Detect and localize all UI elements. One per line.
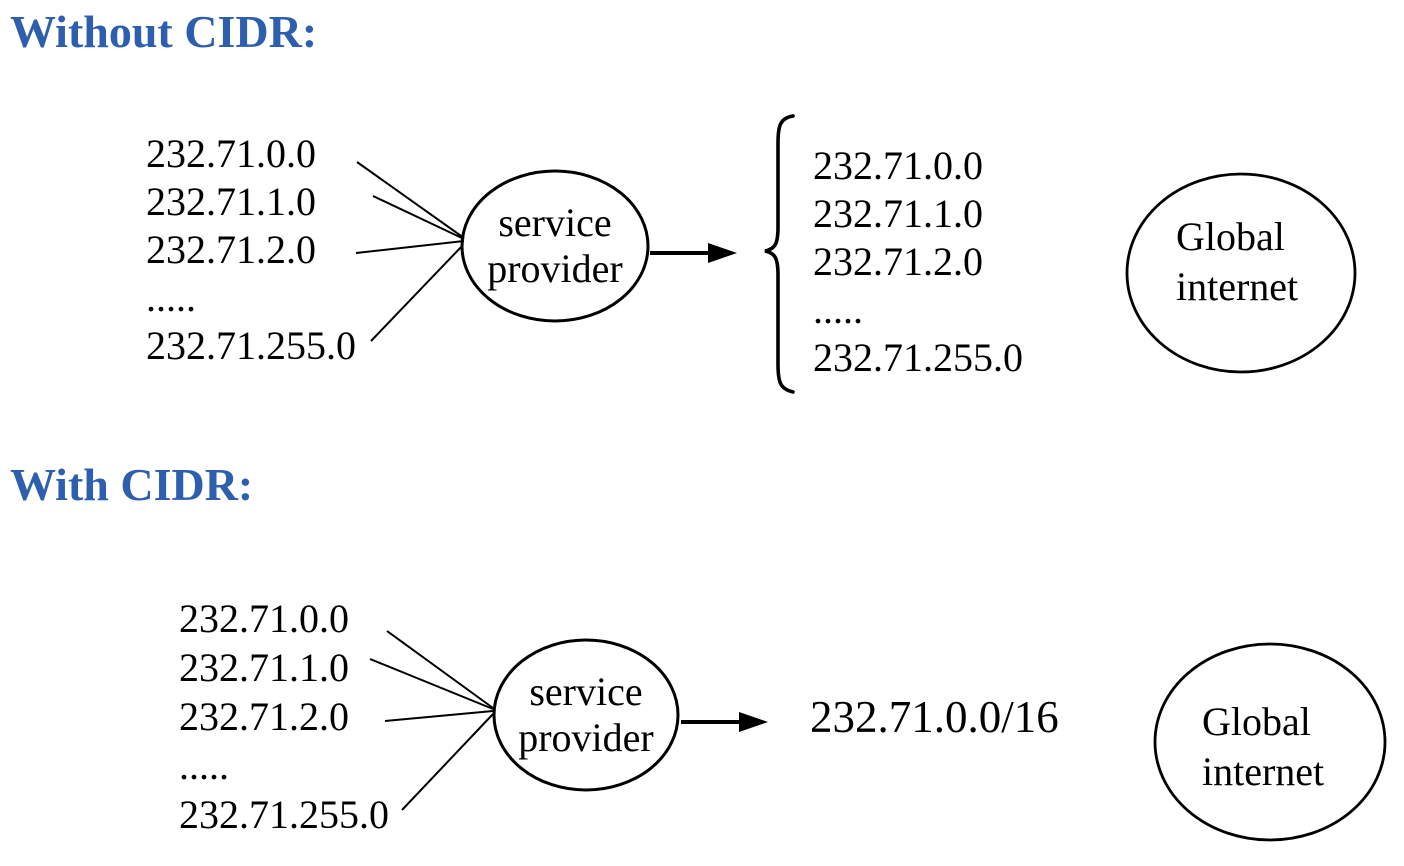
service-provider-ellipse-bottom (492, 638, 680, 792)
service-provider-node-bottom: service provider (494, 640, 678, 790)
service-provider-label-line1: service (529, 669, 643, 714)
fan-in-lines-bottom (369, 630, 494, 811)
address-line: 232.71.0.0 (146, 131, 316, 176)
global-internet-ellipse-top (1125, 172, 1357, 374)
address-line: 232.71.2.0 (813, 239, 983, 284)
arrow-head (739, 712, 768, 732)
ellipsis-line: ..... (813, 287, 863, 332)
service-provider-label-line2: provider (518, 715, 654, 760)
service-provider-node-top: service provider (463, 171, 647, 321)
address-line: 232.71.255.0 (179, 792, 389, 837)
fan-line (369, 658, 494, 710)
flow-arrow-top (650, 243, 737, 263)
global-internet-label-line2: internet (1176, 264, 1299, 309)
address-line: 232.71.255.0 (813, 335, 1023, 380)
source-address-list-bottom: 232.71.0.0 232.71.1.0 232.71.2.0 ..... 2… (179, 594, 389, 839)
address-line: 232.71.1.0 (179, 645, 349, 690)
fan-line (384, 710, 494, 722)
fan-in-lines-top (355, 161, 465, 342)
fan-line (386, 630, 494, 709)
ellipsis-line: ..... (179, 743, 229, 788)
address-line: 232.71.1.0 (813, 191, 983, 236)
address-line: 232.71.2.0 (179, 694, 349, 739)
service-provider-label-line1: service (498, 200, 612, 245)
fan-line (356, 161, 465, 239)
fan-line (401, 713, 494, 811)
address-line: 232.71.0.0 (813, 143, 983, 188)
fan-line (372, 195, 465, 240)
section-title-without-cidr: Without CIDR: (10, 6, 318, 57)
aggregated-route-advertisement: 232.71.0.0/16 (810, 692, 1059, 742)
global-internet-node-bottom: Global internet (1202, 697, 1324, 797)
fan-line (370, 244, 464, 342)
curly-brace (764, 114, 795, 394)
advertised-address-list: 232.71.0.0 232.71.1.0 232.71.2.0 ..... 2… (813, 142, 1023, 382)
ellipsis-line: ..... (146, 275, 196, 320)
address-line: 232.71.0.0 (179, 596, 349, 641)
fan-line (355, 240, 465, 254)
source-address-list-top: 232.71.0.0 232.71.1.0 232.71.2.0 ..... 2… (146, 130, 356, 370)
address-line: 232.71.1.0 (146, 179, 316, 224)
global-internet-ellipse-bottom (1153, 642, 1387, 842)
global-internet-label-line1: Global (1176, 214, 1285, 259)
global-internet-node-top: Global internet (1176, 212, 1298, 312)
service-provider-ellipse-top (460, 169, 650, 323)
address-line: 232.71.2.0 (146, 227, 316, 272)
service-provider-label-line2: provider (487, 246, 623, 291)
section-title-with-cidr: With CIDR: (10, 459, 254, 510)
arrow-head (708, 243, 737, 263)
global-internet-label-line1: Global (1202, 699, 1311, 744)
address-line: 232.71.255.0 (146, 323, 356, 368)
global-internet-label-line2: internet (1202, 749, 1325, 794)
flow-arrow-bottom (681, 712, 768, 732)
